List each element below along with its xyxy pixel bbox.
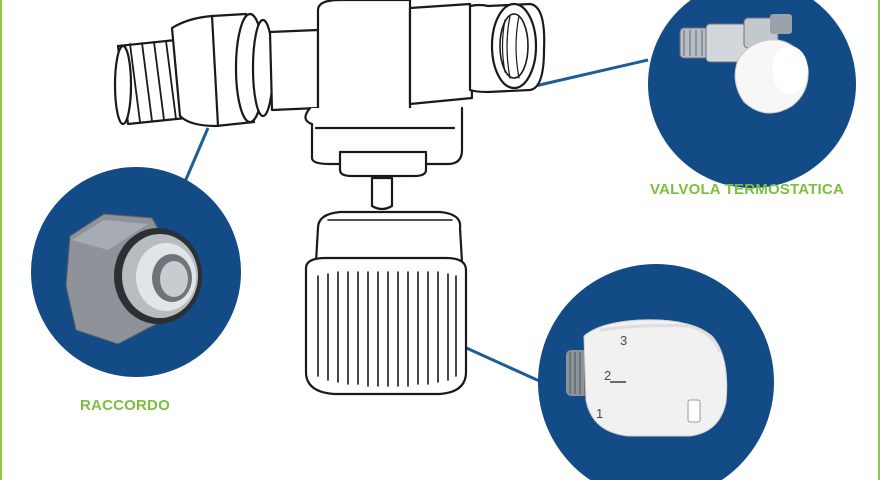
left-nut bbox=[170, 12, 275, 128]
fitting-circle bbox=[31, 167, 241, 377]
cap-ring bbox=[314, 210, 464, 264]
connector-line-thermostat bbox=[461, 344, 547, 386]
connector-line-fitting bbox=[182, 127, 210, 185]
dial-mark-1: 1 bbox=[596, 406, 603, 421]
connector-line-valve bbox=[534, 58, 649, 88]
left-threaded-nipple bbox=[113, 38, 188, 126]
fitting-label: RACCORDO bbox=[80, 397, 170, 414]
thermostatic-head-circle bbox=[538, 264, 774, 480]
dial-mark-2: 2 bbox=[604, 368, 611, 383]
thermostatic-valve-photo bbox=[679, 14, 809, 114]
left-neck bbox=[268, 28, 320, 112]
fitting-photo bbox=[65, 213, 202, 345]
dial-mark-3: 3 bbox=[620, 333, 627, 348]
valve-stem bbox=[338, 150, 428, 211]
thermostatic-valve-circle bbox=[648, 0, 856, 188]
valve-main-body bbox=[304, 0, 464, 166]
valve-line-drawing bbox=[113, 0, 546, 396]
thermostatic-valve-label: VALVOLA TERMOSTATICA bbox=[650, 181, 844, 198]
thermostatic-head-photo bbox=[566, 319, 728, 437]
ribbed-cap bbox=[304, 256, 468, 396]
right-socket bbox=[408, 2, 546, 106]
